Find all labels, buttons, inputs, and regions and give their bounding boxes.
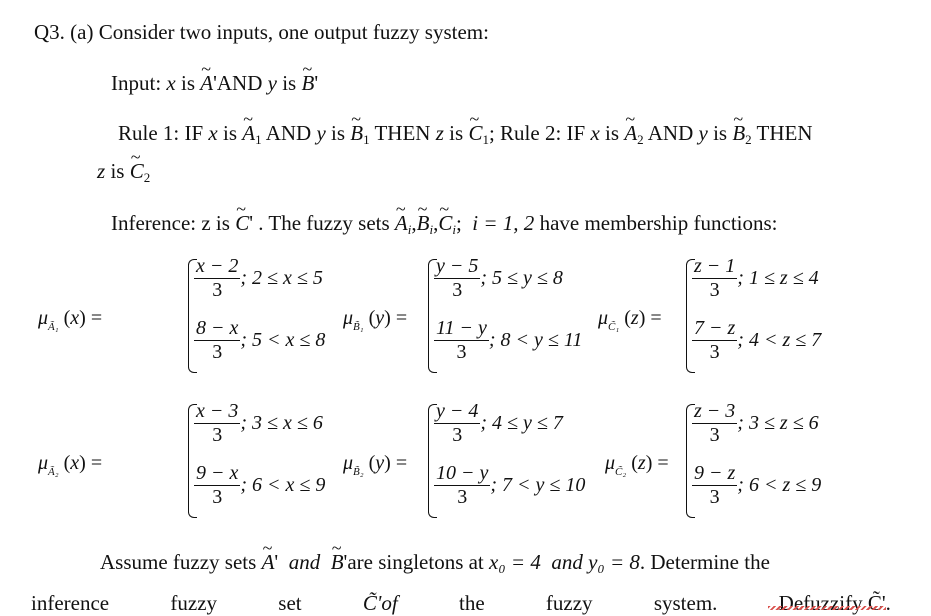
cases-brace (686, 404, 695, 518)
inference-end: have membership functions: (539, 211, 778, 235)
case-condition: ; 4 ≤ y ≤ 7 (480, 412, 563, 434)
fraction-denominator: 3 (212, 341, 223, 363)
case-condition: ; 3 ≤ x ≤ 6 (240, 412, 323, 434)
fraction-denominator: 3 (212, 279, 223, 301)
word-cof: C̃'of (362, 591, 398, 615)
rule-line-2: z is C~2 (97, 147, 151, 185)
case-condition: ; 1 ≤ z ≤ 4 (737, 267, 819, 289)
input-label: Input: (111, 71, 167, 95)
word-fuzzy-2: fuzzy (545, 591, 593, 615)
fraction-numerator: y − 5 (434, 255, 481, 279)
word-inference: inference (31, 591, 110, 615)
cases-brace (188, 259, 197, 373)
fraction-denominator: 3 (452, 279, 463, 301)
fraction-numerator: 7 − z (692, 317, 738, 341)
rule-sep: ; Rule 2: IF (488, 121, 591, 145)
fraction-denominator: 3 (709, 341, 720, 363)
word-the: the (458, 591, 485, 615)
mu-label: μC̃₁ (z) = (598, 307, 662, 333)
fraction-numerator: 9 − x (194, 462, 241, 486)
word-set: set (278, 591, 302, 615)
is-word: is (181, 71, 196, 95)
assume-line: Assume fuzzy sets A~' and B~'are singlet… (100, 538, 770, 574)
rule-prefix: Rule 1: IF (118, 121, 209, 145)
mu-label: μÃ₁ (x) = (38, 307, 103, 333)
y0-value: y₀ = 8 (588, 550, 640, 574)
then-word: THEN (374, 121, 431, 145)
x0-value: x₀ = 4 (489, 550, 541, 574)
mu-label: μC̃₂ (z) = (605, 452, 669, 478)
fraction-numerator: y − 4 (434, 400, 481, 424)
case-condition: ; 5 < x ≤ 8 (240, 329, 326, 351)
case-condition: ; 2 ≤ x ≤ 5 (240, 267, 323, 289)
fraction-numerator: 8 − x (194, 317, 241, 341)
fraction-numerator: 10 − y (434, 462, 491, 486)
fraction-denominator: 3 (456, 341, 467, 363)
fraction-denominator: 3 (212, 424, 223, 446)
case-condition: ; 3 ≤ z ≤ 6 (737, 412, 819, 434)
mu-label: μÃ₂ (x) = (38, 452, 103, 478)
fraction-denominator: 3 (709, 279, 720, 301)
fraction-numerator: 11 − y (434, 317, 489, 341)
singletons-text: are singletons at (347, 550, 490, 574)
word-defuzzify: Defuzzify C̃'. (778, 591, 891, 615)
fraction-denominator: 3 (709, 486, 720, 508)
cases-brace (188, 404, 197, 518)
inference-mid: . The fuzzy sets (258, 211, 395, 235)
fraction-denominator: 3 (452, 424, 463, 446)
fraction-numerator: 9 − z (692, 462, 738, 486)
input-line: Input: x is A~'AND y is B~' (111, 59, 319, 95)
fraction-denominator: 3 (457, 486, 468, 508)
inference-line: Inference: z is C~' . The fuzzy sets A~i… (111, 199, 778, 237)
word-fuzzy: fuzzy (170, 591, 218, 615)
fraction-numerator: z − 3 (692, 400, 738, 424)
cases-brace (428, 259, 437, 373)
case-condition: ; 5 ≤ y ≤ 8 (480, 267, 563, 289)
last-line: inference fuzzy set C̃'of the fuzzy syst… (31, 593, 891, 614)
case-condition: ; 6 < z ≤ 9 (737, 474, 822, 496)
cases-brace (686, 259, 695, 373)
case-condition: ; 6 < x ≤ 9 (240, 474, 326, 496)
mu-label: μB̃₁ (y) = (343, 307, 408, 333)
fraction-denominator: 3 (709, 424, 720, 446)
fraction-numerator: x − 2 (194, 255, 241, 279)
spellcheck-underline (768, 606, 886, 610)
index-range: i = 1, 2 (472, 211, 535, 235)
and-word: AND (216, 71, 263, 95)
case-condition: ; 4 < z ≤ 7 (737, 329, 822, 351)
fraction-numerator: x − 3 (194, 400, 241, 424)
mu-label: μB̃₂ (y) = (343, 452, 408, 478)
determine-text: . Determine the (639, 550, 770, 574)
word-system: system. (653, 591, 718, 615)
rule-line: Rule 1: IF x is A~1 AND y is B~1 THEN z … (118, 109, 813, 147)
case-condition: ; 7 < y ≤ 10 (490, 474, 586, 496)
fraction-numerator: z − 1 (692, 255, 738, 279)
case-condition: ; 8 < y ≤ 11 (488, 329, 583, 351)
assume-text: Assume fuzzy sets (100, 550, 262, 574)
inference-label: Inference: z is (111, 211, 236, 235)
question-title: Q3. (a) Consider two inputs, one output … (34, 20, 489, 44)
cases-brace (428, 404, 437, 518)
fraction-denominator: 3 (212, 486, 223, 508)
